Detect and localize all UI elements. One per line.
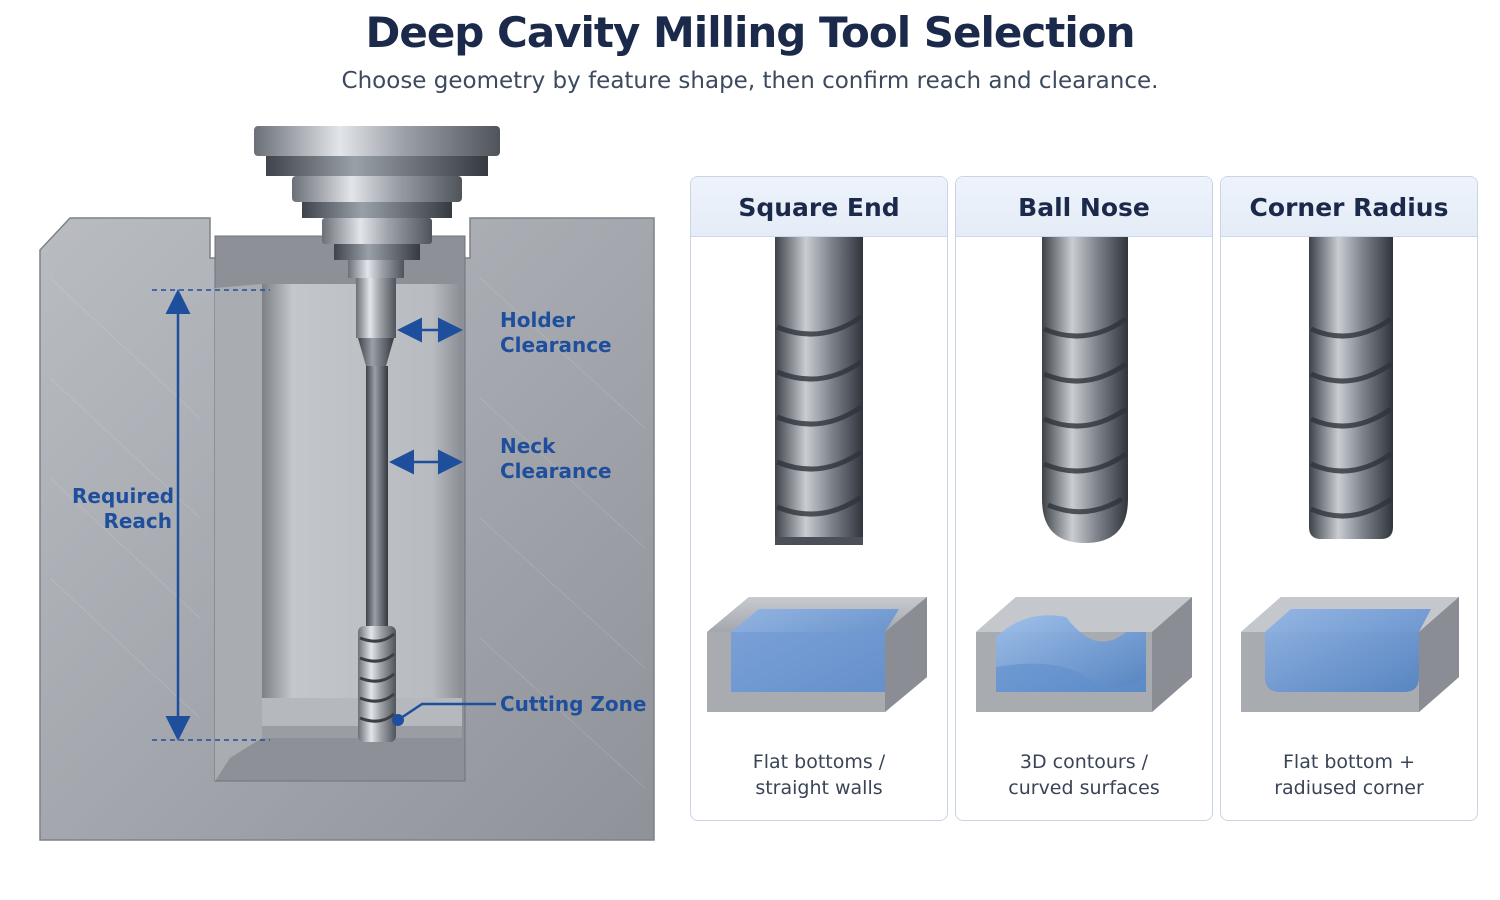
required-reach-label-line1: Required xyxy=(72,484,175,508)
holder-clearance-label: Holder Clearance xyxy=(500,308,612,358)
tool-card-description-line1: Flat bottom + xyxy=(1282,751,1416,773)
tool-card-description-line1: Flat bottoms / xyxy=(752,751,886,773)
tool-card-description: 3D contours / curved surfaces xyxy=(956,749,1212,801)
ball-nose-end-mill-icon xyxy=(976,237,1192,712)
required-reach-label: Required Reach xyxy=(72,484,175,534)
cavity-illustration xyxy=(39,126,655,841)
tool-card-ball-nose: Ball Nose 3D contours / curved surfaces xyxy=(955,176,1213,821)
tool-card-description-line2: curved surfaces xyxy=(1008,777,1160,799)
holder-clearance-label-line2: Clearance xyxy=(500,333,612,357)
tool-card-description-line1: 3D contours / xyxy=(1019,751,1149,773)
tool-card-title: Square End xyxy=(691,177,947,237)
tool-card-title: Ball Nose xyxy=(956,177,1212,237)
required-reach-label-line2: Reach xyxy=(103,509,172,533)
tool-card-description: Flat bottoms / straight walls xyxy=(691,749,947,801)
holder-clearance-label-line1: Holder xyxy=(500,308,576,332)
tool-card-title: Corner Radius xyxy=(1221,177,1477,237)
neck-clearance-label: Neck Clearance xyxy=(500,434,612,484)
page-subtitle: Choose geometry by feature shape, then c… xyxy=(341,68,1159,94)
tool-card-corner-radius: Corner Radius Flat bottom + radiused cor… xyxy=(1220,176,1478,821)
tool-card-square-end: Square End Flat bo xyxy=(690,176,948,821)
tool-card-description: Flat bottom + radiused corner xyxy=(1221,749,1477,801)
cavity-cross-section-diagram: Holder Clearance Neck Clearance Required… xyxy=(30,118,670,848)
neck-clearance-label-line1: Neck xyxy=(500,434,556,458)
square-end-mill-icon xyxy=(707,237,927,712)
neck-clearance-label-line2: Clearance xyxy=(500,459,612,483)
tool-card-description-line2: straight walls xyxy=(755,777,883,799)
cutting-zone-label: Cutting Zone xyxy=(500,692,647,716)
tool-card-description-line2: radiused corner xyxy=(1274,777,1424,799)
corner-radius-end-mill-icon xyxy=(1241,237,1459,712)
page-title: Deep Cavity Milling Tool Selection xyxy=(365,8,1135,57)
